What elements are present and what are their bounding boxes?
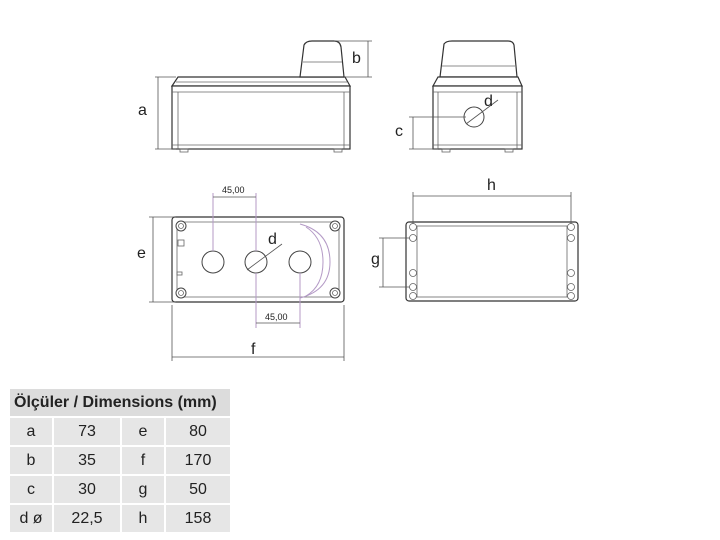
key-cell: b (10, 447, 52, 476)
dim-label-c: c (395, 123, 403, 140)
top-view (149, 193, 345, 361)
table-row: a 73 e 80 (10, 418, 230, 447)
dim-label-a: a (138, 102, 147, 119)
key-cell: g (122, 476, 164, 505)
dim-label-e: e (137, 245, 146, 262)
technical-drawing: a b d c (137, 40, 579, 361)
end-view (409, 40, 523, 153)
dim-label-b: b (352, 50, 361, 67)
value-cell: 158 (166, 505, 230, 534)
key-cell: d ø (10, 505, 52, 534)
value-cell: 30 (54, 476, 120, 505)
key-cell: f (122, 447, 164, 476)
table-row: c 30 g 50 (10, 476, 230, 505)
value-cell: 170 (166, 447, 230, 476)
value-cell: 80 (166, 418, 230, 447)
value-cell: 50 (166, 476, 230, 505)
spacing-dim-top: 45,00 (222, 185, 245, 195)
spacing-dim-bottom: 45,00 (265, 312, 288, 322)
table-header: Ölçüler / Dimensions (mm) (10, 389, 230, 418)
dim-label-h: h (487, 177, 496, 194)
dimensions-table: Ölçüler / Dimensions (mm) a 73 e 80 b 35… (10, 389, 230, 534)
key-cell: a (10, 418, 52, 447)
dim-label-d-end: d (484, 93, 493, 110)
key-cell: e (122, 418, 164, 447)
bottom-view (379, 192, 579, 302)
key-cell: h (122, 505, 164, 534)
value-cell: 73 (54, 418, 120, 447)
dim-label-g: g (371, 251, 380, 268)
value-cell: 22,5 (54, 505, 120, 534)
side-view (155, 40, 372, 153)
dim-label-f: f (251, 341, 256, 358)
key-cell: c (10, 476, 52, 505)
table-row: d ø 22,5 h 158 (10, 505, 230, 534)
value-cell: 35 (54, 447, 120, 476)
table-row: b 35 f 170 (10, 447, 230, 476)
dim-label-d-top: d (268, 231, 277, 248)
